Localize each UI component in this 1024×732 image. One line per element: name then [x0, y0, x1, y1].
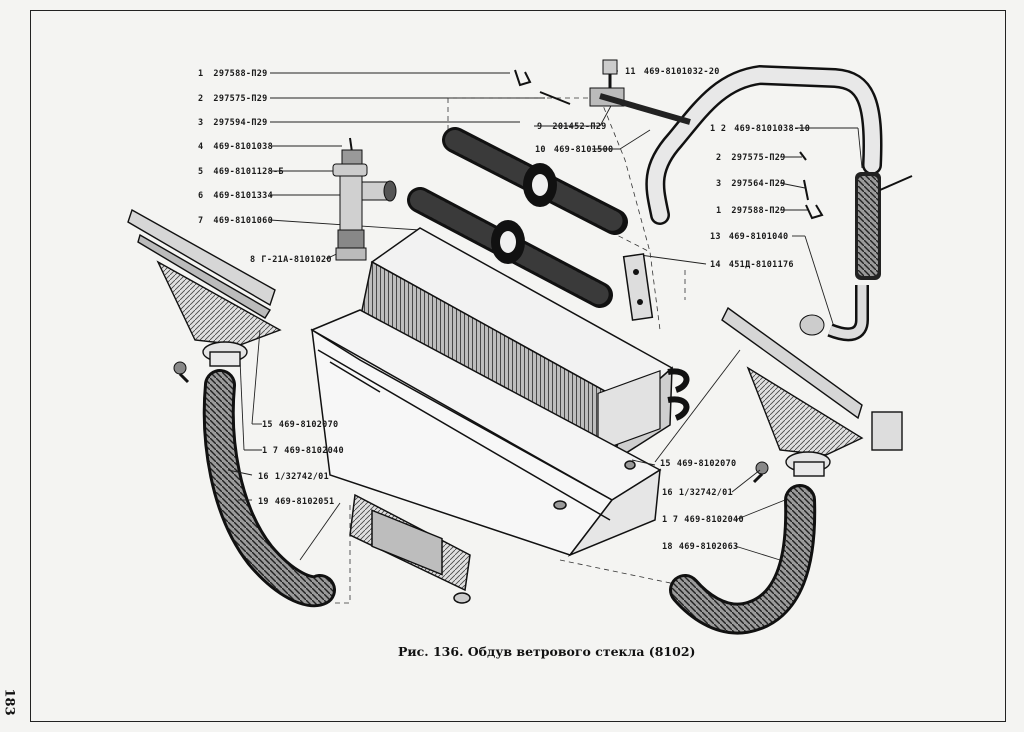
- left-flex-hose: [202, 369, 336, 608]
- leader-lines-lower-right: [631, 349, 786, 561]
- outlet-pipe: [645, 64, 883, 225]
- page-frame: [30, 10, 1006, 722]
- mounting-plate: [622, 253, 654, 321]
- page-number: 183: [1, 688, 17, 716]
- right-screw: [752, 461, 769, 484]
- return-hose: [799, 172, 881, 342]
- heater-valve: [332, 137, 397, 261]
- heater-radiator: [359, 227, 690, 464]
- pipe-bracket: [589, 59, 691, 125]
- left-defroster-nozzle: [127, 208, 282, 367]
- leader-lines-right: [534, 70, 863, 331]
- hose-lower: [407, 187, 613, 308]
- spring-clip: [514, 69, 571, 105]
- left-screw: [173, 361, 190, 384]
- heater-housing: [310, 309, 662, 604]
- hose-clamp: [799, 151, 913, 220]
- leader-lines-lower-left: [227, 329, 341, 561]
- right-flex-hose: [669, 484, 817, 635]
- figure-caption: Рис. 136. Обдув ветрового стекла (8102): [398, 644, 696, 659]
- right-defroster-nozzle: [721, 306, 903, 477]
- hose-upper: [442, 127, 628, 235]
